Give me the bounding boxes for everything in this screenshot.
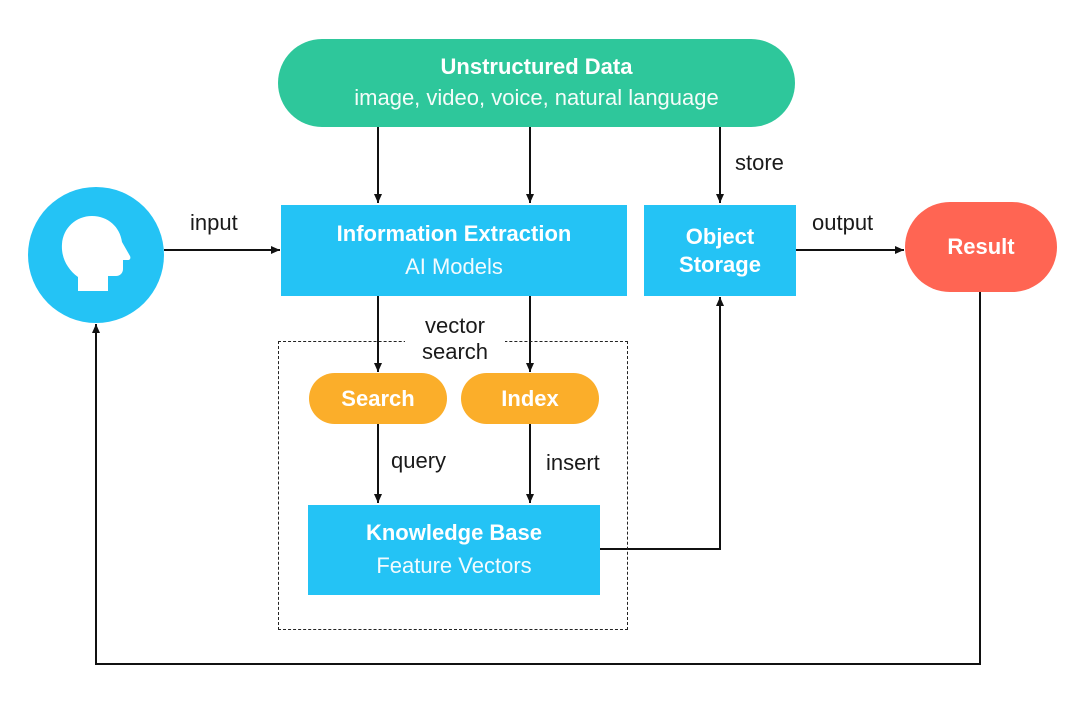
unstructured-data-subtitle: image, video, voice, natural language <box>354 85 719 111</box>
index-node: Index <box>461 373 599 424</box>
user-head-icon <box>61 216 131 291</box>
knowledge-base-node: Knowledge Base Feature Vectors <box>308 505 600 595</box>
edge-label-input: input <box>190 210 238 235</box>
result-node: Result <box>905 202 1057 292</box>
vector-search-label-line1: vector <box>425 313 485 338</box>
edge-result-to-user <box>92 292 981 665</box>
knowledge-base-title: Knowledge Base <box>365 520 543 546</box>
user-node <box>28 187 164 323</box>
search-node: Search <box>309 373 447 424</box>
vector-search-label: vector search <box>405 313 505 366</box>
vector-search-label-line2: search <box>421 339 489 365</box>
unstructured-data-title: Unstructured Data <box>440 54 633 80</box>
index-title: Index <box>501 385 559 411</box>
object-storage-node: Object Storage <box>644 205 796 296</box>
edge-label-output: output <box>812 210 874 235</box>
edge-label-query: query <box>391 448 447 473</box>
search-title: Search <box>341 385 415 411</box>
information-extraction-node: Information Extraction AI Models <box>281 205 627 296</box>
information-extraction-title: Information Extraction <box>336 220 572 246</box>
object-storage-title-line1: Object <box>685 223 755 249</box>
information-extraction-subtitle: AI Models <box>405 253 503 279</box>
edge-knowledge-base-to-storage <box>600 297 724 550</box>
edge-label-store: store <box>735 150 784 175</box>
unstructured-data-node: Unstructured Data image, video, voice, n… <box>278 39 795 127</box>
object-storage-title-line2: Storage <box>679 252 761 277</box>
result-title: Result <box>947 234 1015 260</box>
edge-label-insert: insert <box>546 450 600 475</box>
knowledge-base-subtitle: Feature Vectors <box>376 553 532 579</box>
